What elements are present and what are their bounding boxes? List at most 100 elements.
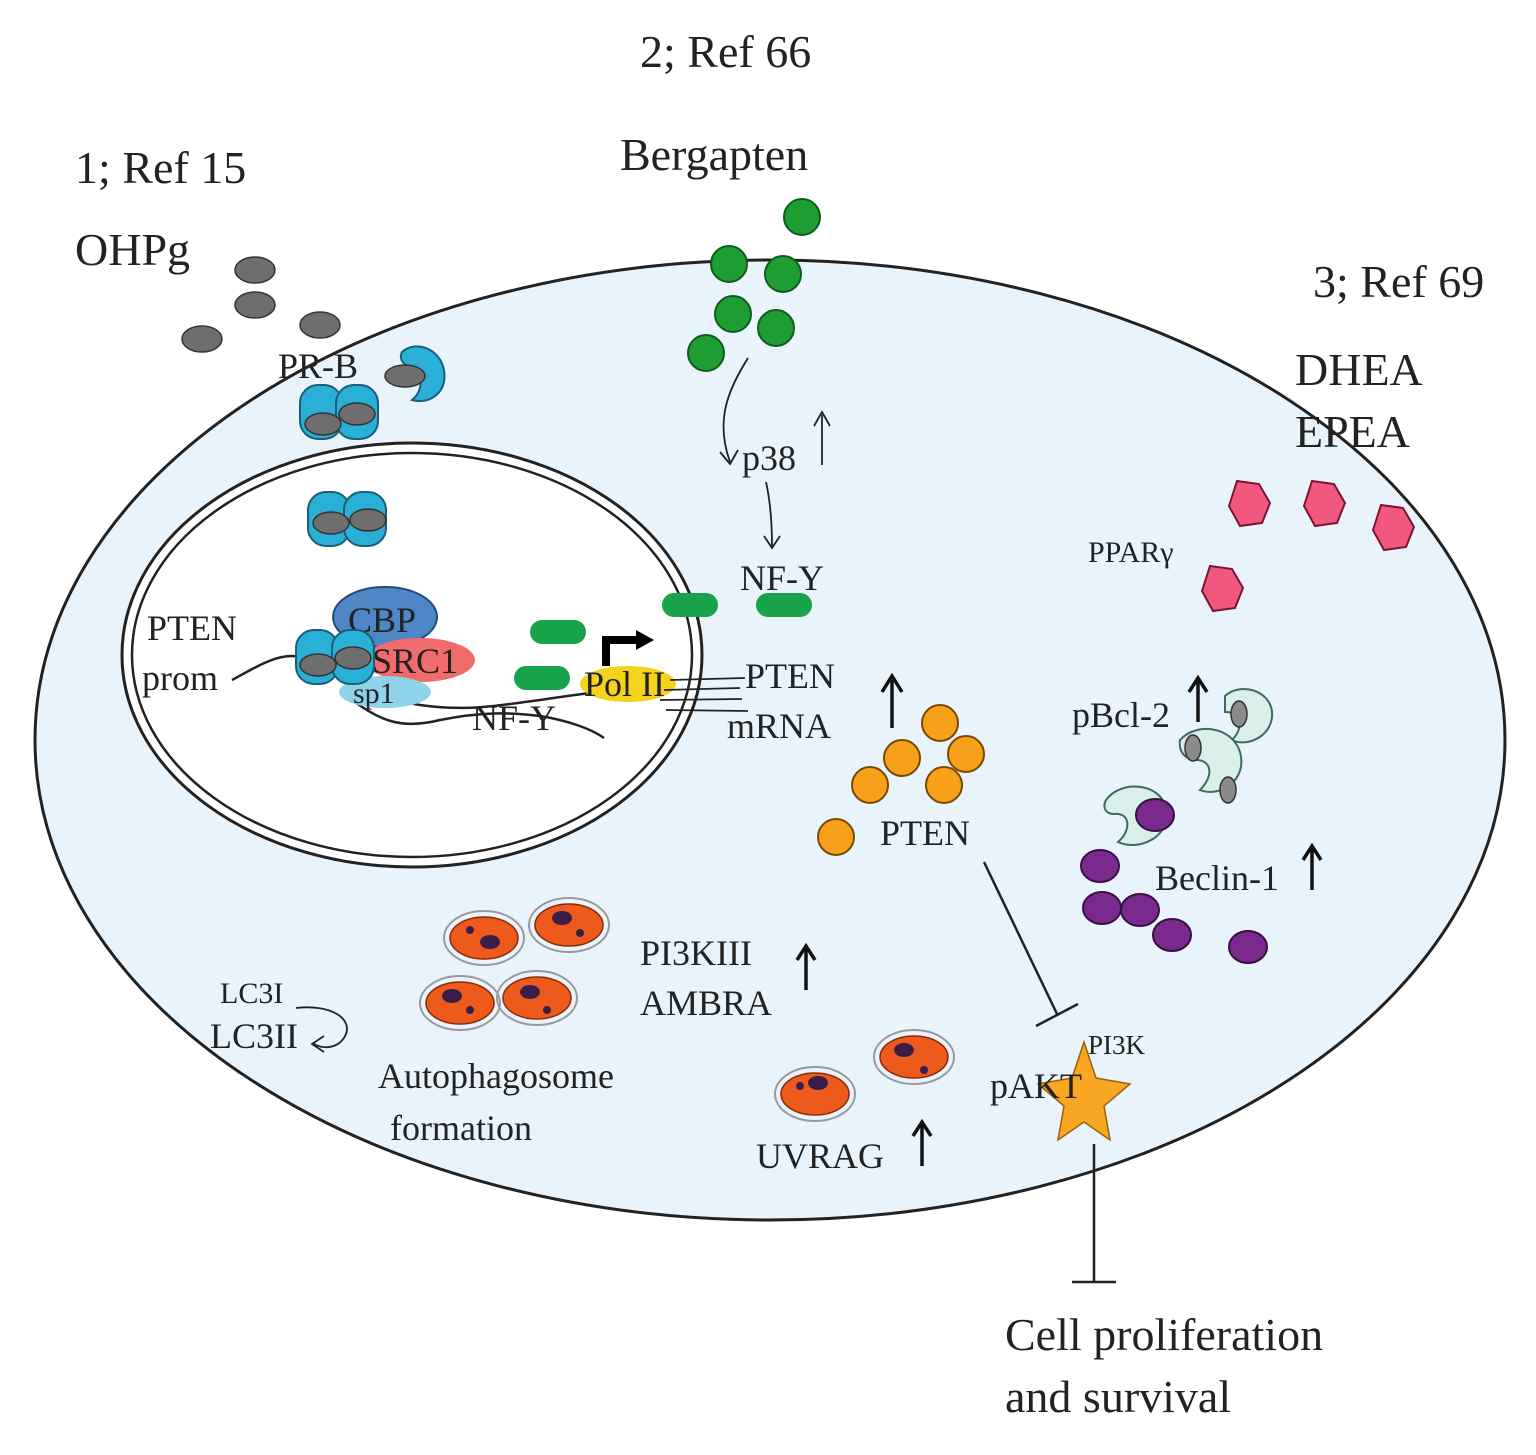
bergapten-molecule [783,198,821,236]
bergapten-molecule [764,255,802,293]
epea-label: EPEA [1295,406,1410,457]
dhea-molecule [1371,503,1416,552]
beclin-protein [1082,891,1122,925]
beclin-protein [1080,849,1120,883]
lc3i-label: LC3I [220,977,283,1010]
nfy-nucleus-bottom [514,666,570,690]
uvrag-label: UVRAG [756,1136,884,1176]
pol2-label: Pol II [584,664,665,704]
nfy-cyto-label: NF-Y [740,558,824,598]
autophagosome [774,1066,856,1122]
transcription-start-arrow [602,636,640,666]
pten-proteins [817,704,985,856]
cell-prolif-label-2: and survival [1005,1371,1231,1422]
bergapten-molecule [714,295,752,333]
beclin-protein [1152,918,1192,952]
ref1-label: 1; Ref 15 [75,142,246,193]
pten-mrna-label-2: mRNA [727,706,831,746]
bcl2-core [1230,700,1248,728]
pten-protein [947,735,985,773]
autophagosome-label-1: Autophagosome [378,1056,614,1096]
ohpg-molecule [299,311,341,339]
nfy-nucleus-label: NF-Y [472,698,556,738]
bergapten-to-p38-arrowhead [719,449,739,466]
pten-mrna-label-1: PTEN [745,656,835,696]
dhea-molecule [1227,479,1272,528]
bergapten-molecule [710,245,748,283]
prb-receptor-top [384,345,446,403]
autophagosome-label-2: formation [390,1108,532,1148]
p38-label: p38 [742,438,796,478]
pi3k-label: PI3K [1088,1030,1146,1060]
lc3-conversion-arrowhead [310,1035,325,1053]
nfy-nucleus-top [530,620,586,644]
dhea-molecule [1200,564,1245,613]
dhea-molecule [1302,479,1347,528]
pten-protein [921,704,959,742]
ohpg-molecule [234,256,276,284]
dhea-molecules [1200,479,1416,613]
pten-prom-label-2: prom [142,658,218,698]
ohpg-molecule [181,325,223,353]
src1-label: SRC1 [372,641,458,681]
prb-receptor-dimer-cyto [299,384,379,440]
autophagosome [873,1029,955,1085]
beclin-protein [1135,798,1175,832]
ohpg-molecules [181,256,341,353]
cell-prolif-label-1: Cell proliferation [1005,1309,1323,1360]
dna-strand [231,654,641,710]
ref2-label: 2; Ref 66 [640,26,811,77]
beclin-protein [1228,930,1268,964]
ohpg-molecule [234,291,276,319]
bergapten-molecule [687,334,725,372]
bcl2-core [1184,734,1202,762]
pten-inhibits-pakt-bar [1035,1002,1079,1028]
nucleus-inner [130,451,694,859]
pten-protein [851,766,889,804]
pten-protein [817,818,855,856]
beclin-protein [1120,893,1160,927]
autophagosome [443,910,525,966]
ohpg-label: OHPg [75,224,190,275]
pakt-label: pAKT [990,1066,1082,1106]
pakt-star [1036,1039,1132,1142]
src1-complex [365,638,475,682]
pten-protein [925,766,963,804]
pten-up-arrowhead [880,672,904,693]
p38-to-nfy-arrowhead [763,535,781,550]
autophagosome [419,975,501,1031]
autophagosomes [419,897,955,1122]
uvrag-up-arrowhead [911,1118,933,1137]
prb-label: PR-B [278,346,358,386]
bergapten-to-p38-arrow [722,357,749,463]
beclin-proteins [1080,798,1268,964]
pten-protein-label: PTEN [880,813,970,853]
pbcl2-up-arrowhead [1187,674,1209,693]
bergapten-label: Bergapten [620,129,808,180]
bergapten-molecule [757,309,795,347]
transcription-start-arrow-head [636,630,654,650]
pol2-complex [580,666,676,702]
bcl2-core [1219,776,1237,804]
p38-to-nfy-arrow [765,481,773,547]
beclin-up-arrowhead [1301,842,1323,861]
pi3kiii-up-arrowhead [795,942,817,961]
ambra-label: AMBRA [640,983,772,1023]
ppar-label: PPARγ [1088,536,1174,569]
nfy-cyto-right [756,593,812,617]
bergapten-molecules [687,198,821,372]
lc3-conversion-arrow [295,1006,348,1049]
p38-up-arrowhead [813,410,831,427]
nfy-cyto-left [662,593,718,617]
prb-receptor-dimer-promoter [295,629,375,685]
ref3-label: 3; Ref 69 [1313,256,1484,307]
autophagosome [528,897,610,953]
pten-inhibits-pakt [982,861,1060,1017]
prb-receptor-dimer-nucleus [307,491,387,547]
dna-strand-2 [351,698,605,740]
beclin-label: Beclin-1 [1155,858,1279,898]
pbcl2-label: pBcl-2 [1072,695,1170,735]
pi3kiii-label: PI3KIII [640,933,752,973]
dhea-label: DHEA [1295,344,1423,395]
